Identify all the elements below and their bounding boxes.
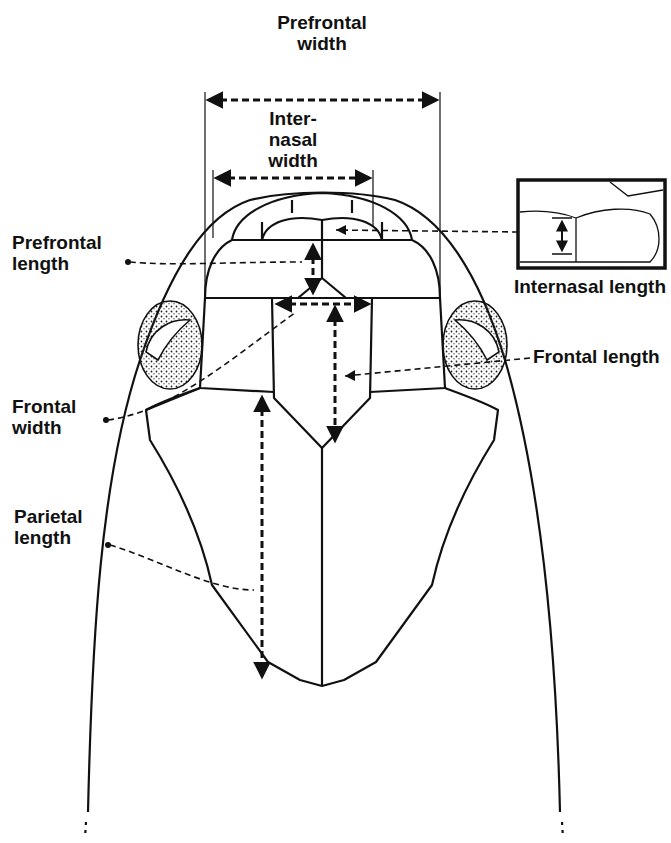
- dimension-label: Frontal width: [12, 396, 104, 438]
- inset-label: Internasal length: [513, 276, 667, 297]
- dimension-label: Prefrontal width: [262, 12, 382, 54]
- dimension-label: Inter- nasal width: [253, 108, 333, 171]
- dimension-label: Prefrontal length: [12, 232, 124, 274]
- dimension-label: Frontal length: [533, 346, 667, 367]
- dimension-label: Parietal length: [14, 506, 106, 548]
